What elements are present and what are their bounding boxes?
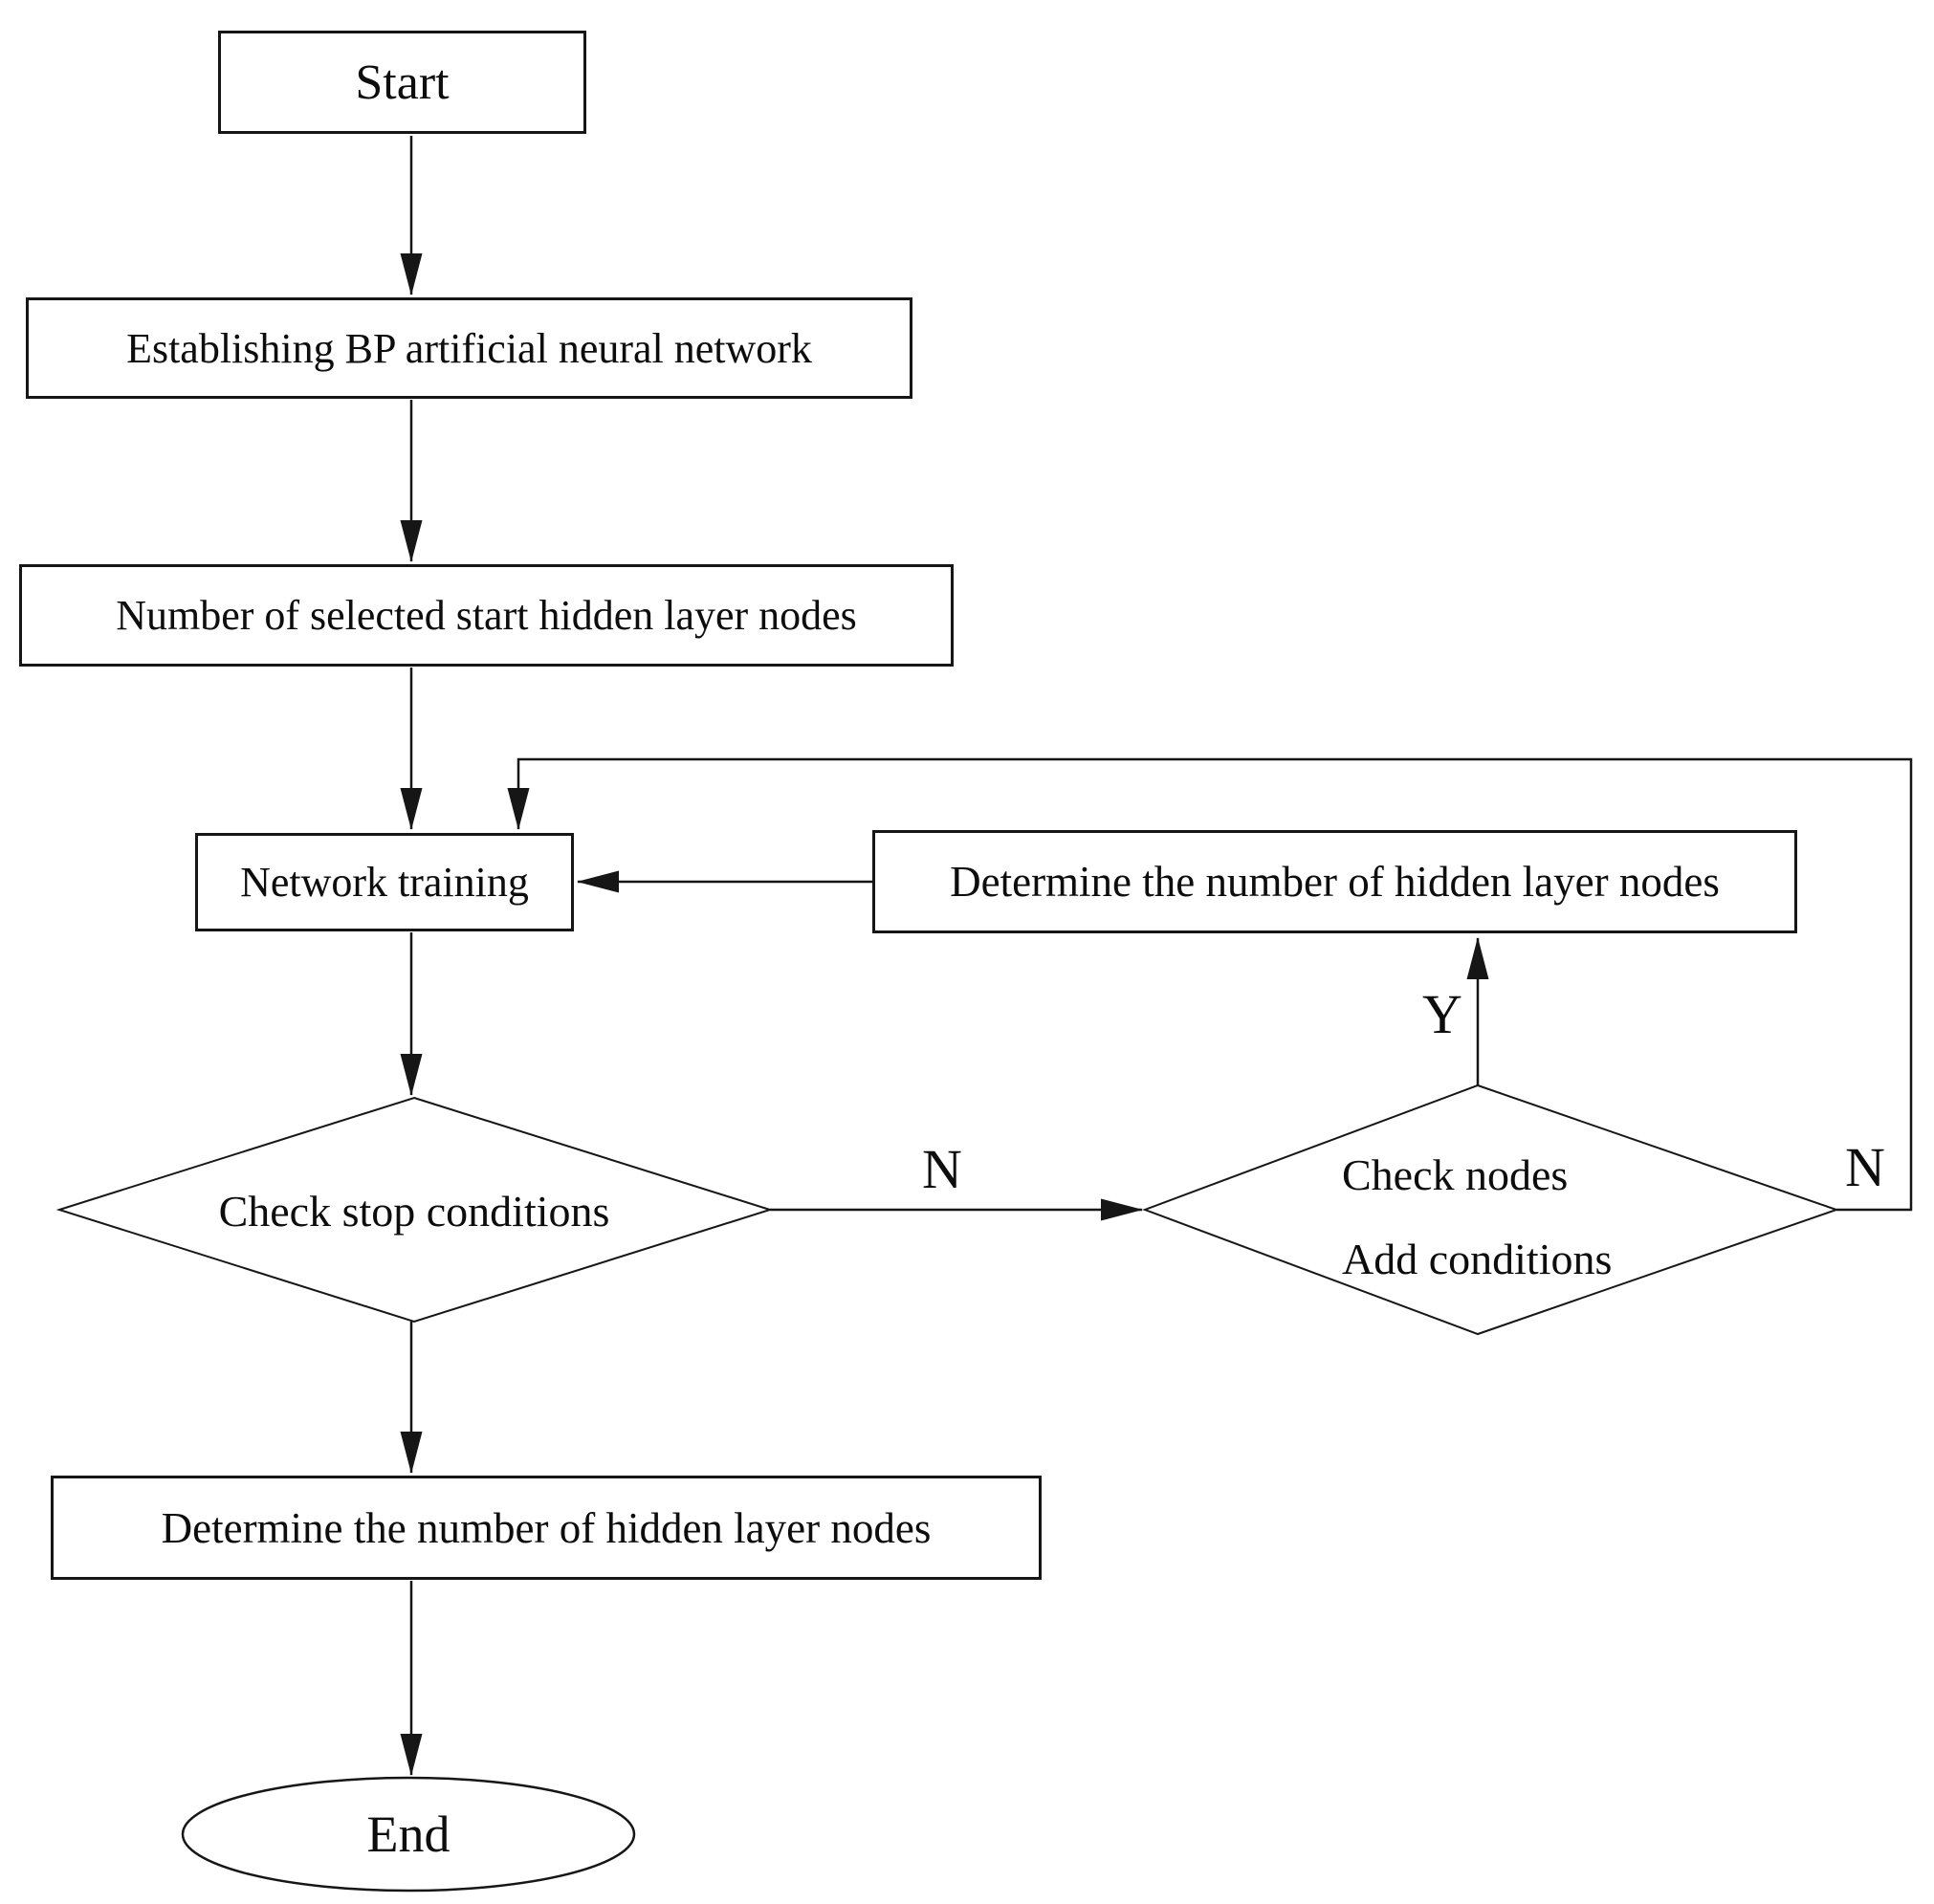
node-network-training-label: Network training bbox=[240, 859, 529, 906]
node-determine-nodes-final: Determine the number of hidden layer nod… bbox=[51, 1476, 1042, 1580]
ellipse-end-shape bbox=[181, 1776, 636, 1893]
edge-check-add-no-loop-to-training bbox=[507, 757, 1913, 1212]
node-establish-network: Establishing BP artificial neural networ… bbox=[26, 297, 912, 399]
diamond-check-stop-shape bbox=[55, 1096, 774, 1324]
node-determine-nodes-feedback: Determine the number of hidden layer nod… bbox=[872, 830, 1797, 933]
node-select-start-nodes-label: Number of selected start hidden layer no… bbox=[116, 592, 857, 639]
node-network-training: Network training bbox=[195, 833, 574, 931]
node-determine-nodes-final-label: Determine the number of hidden layer nod… bbox=[161, 1503, 932, 1552]
node-determine-nodes-feedback-label: Determine the number of hidden layer nod… bbox=[950, 858, 1720, 906]
node-select-start-nodes: Number of selected start hidden layer no… bbox=[19, 564, 954, 667]
node-start: Start bbox=[218, 31, 586, 134]
node-start-label: Start bbox=[355, 55, 450, 110]
diamond-check-add-shape bbox=[1142, 1083, 1840, 1336]
node-establish-network-label: Establishing BP artificial neural networ… bbox=[126, 324, 812, 372]
